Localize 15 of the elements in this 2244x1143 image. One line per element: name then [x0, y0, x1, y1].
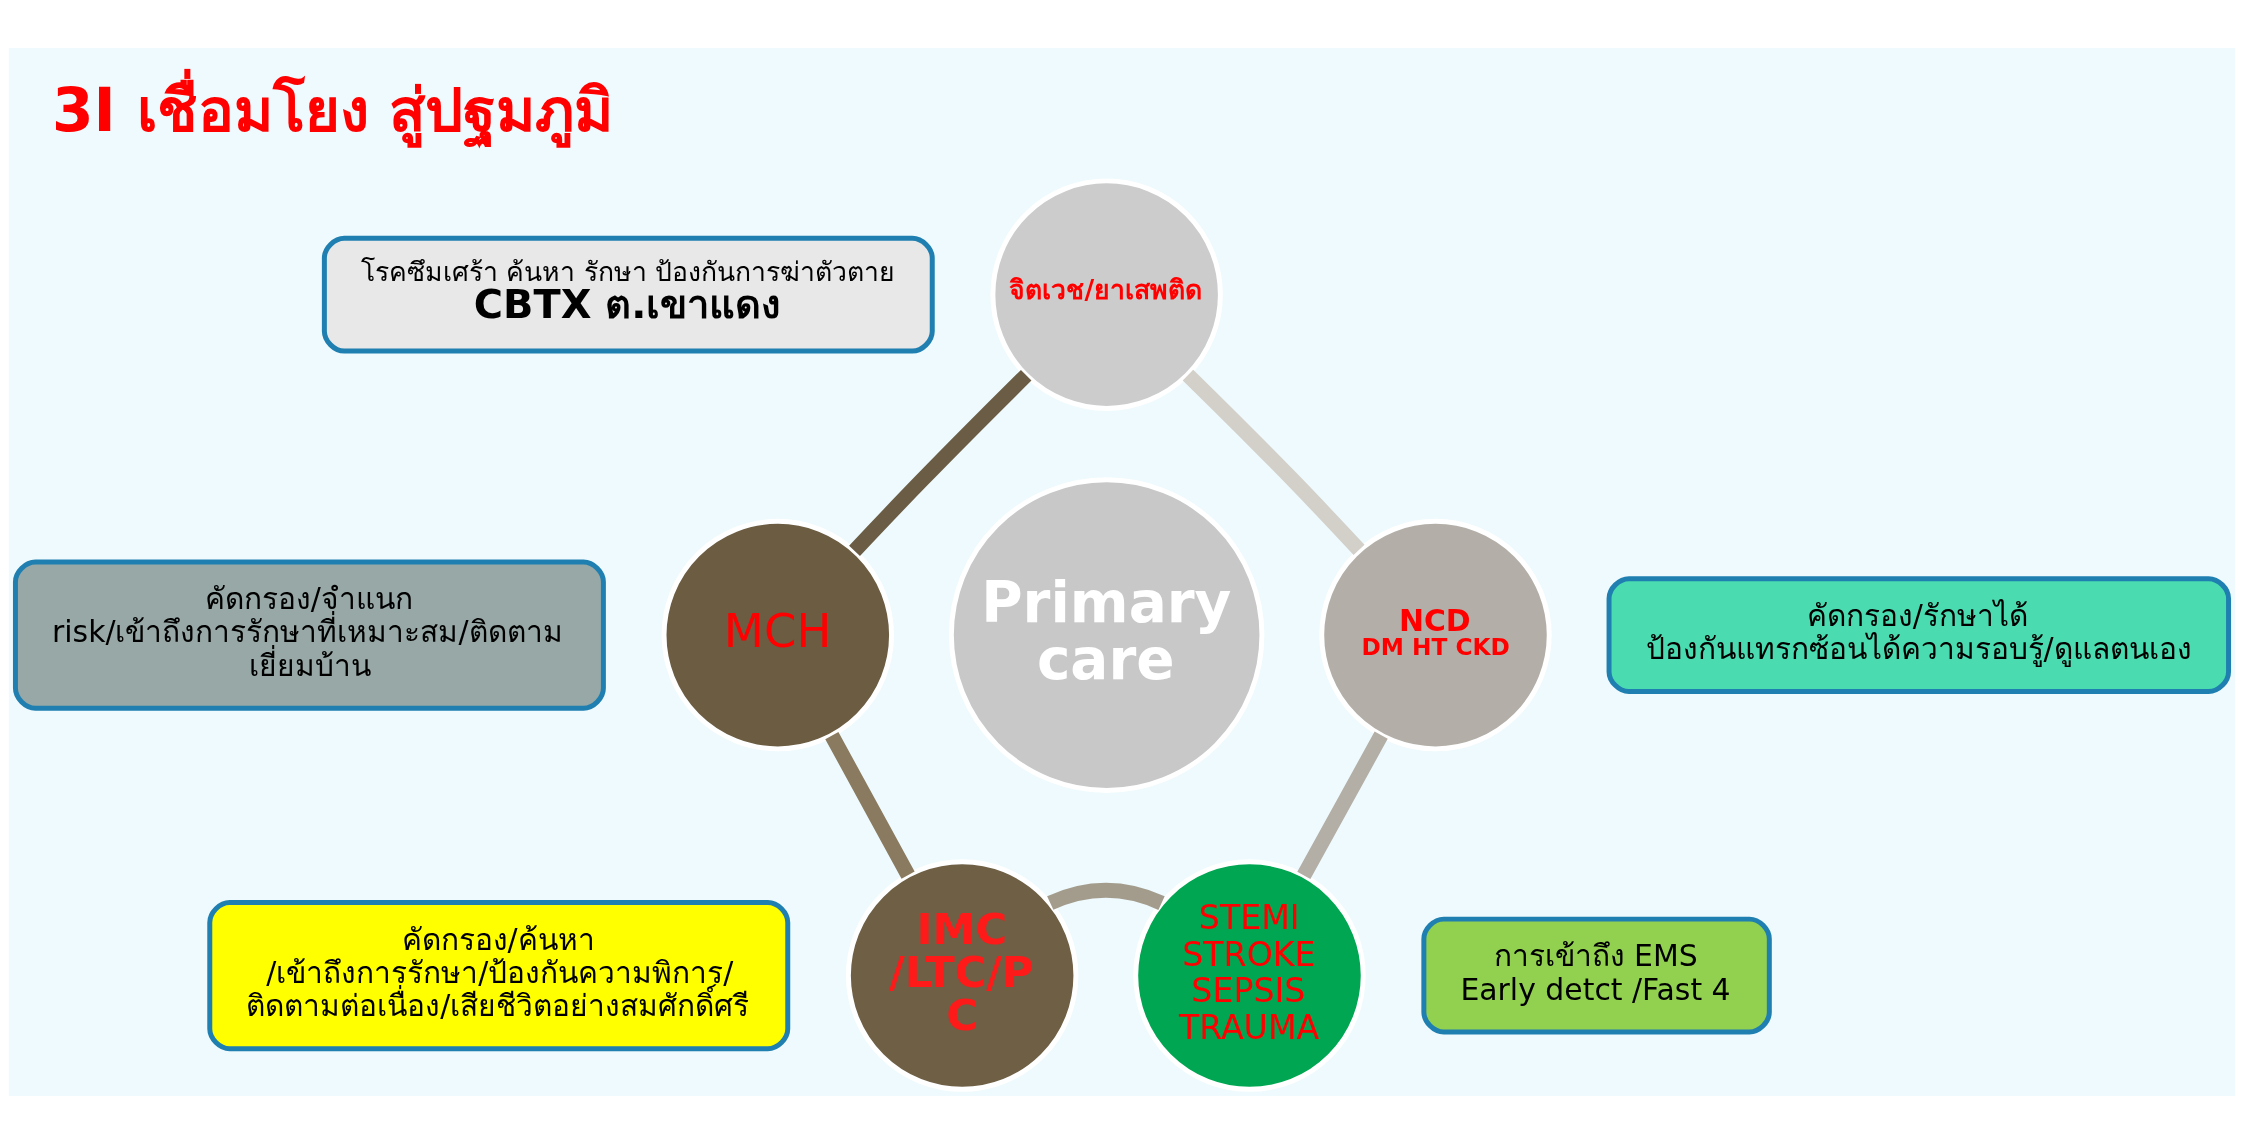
- node-circle: STEMI STROKE SEPSIS TRAUMA: [1133, 858, 1366, 1092]
- connector: [1182, 369, 1365, 555]
- connector: [825, 731, 915, 879]
- connector: [849, 369, 1032, 556]
- connector: [1047, 882, 1165, 910]
- node-circle: IMC /LTC/P C: [845, 858, 1079, 1092]
- node-circle: จิตเวช/ยาเสพติด: [990, 177, 1223, 411]
- connector: [1297, 731, 1388, 879]
- node-box: คัดกรอง/ค้นหา /เข้าถึงการรักษา/ป้องกันความพิการ/ติดตามต่อเนื่อง/เสียชีวิตอย่างสมศักดิ์ศรี: [207, 899, 791, 1051]
- node-circle: NCD DM HT CKD: [1319, 518, 1552, 751]
- node-box: คัดกรอง/รักษาได้ ป้องกันแทรกซ้อนได้ความรอบรู้/ดูแลตนเอง: [1606, 575, 2232, 694]
- node-box: โรคซึมเศร้า ค้นหา รักษา ป้องกันการฆ่าตัวตาย CBTX ต.เขาแดง: [321, 235, 935, 354]
- node-box: คัดกรอง/จำแนก risk/เข้าถึงการรักษาที่เหมาะสม/ติดตาม เยี่ยมบ้าน: [12, 559, 606, 711]
- node-box: การเข้าถึง EMS Early detct /Fast 4: [1421, 916, 1772, 1035]
- node-circle: MCH: [661, 518, 895, 751]
